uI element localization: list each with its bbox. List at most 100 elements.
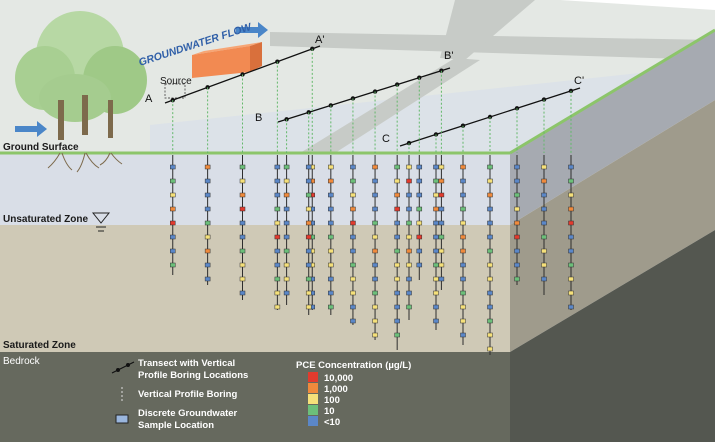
groundwater-sample xyxy=(394,206,400,212)
groundwater-sample xyxy=(514,248,520,254)
concentration-label: 1,000 xyxy=(324,384,348,395)
groundwater-sample xyxy=(460,234,466,240)
groundwater-sample xyxy=(372,220,378,226)
unsaturated-zone-label: Unsaturated Zone xyxy=(3,214,88,225)
groundwater-sample xyxy=(394,276,400,282)
groundwater-sample xyxy=(416,192,423,198)
groundwater-sample xyxy=(204,164,211,170)
groundwater-sample xyxy=(274,290,281,296)
groundwater-sample xyxy=(568,220,574,226)
groundwater-sample xyxy=(239,262,246,268)
concentration-label: 10 xyxy=(324,406,335,417)
groundwater-sample xyxy=(283,290,290,296)
groundwater-sample xyxy=(274,220,281,226)
ground-surface-label: Ground Surface xyxy=(3,142,79,153)
groundwater-sample xyxy=(460,178,466,184)
groundwater-sample xyxy=(394,220,400,226)
groundwater-sample xyxy=(568,178,574,184)
groundwater-sample xyxy=(487,346,493,352)
groundwater-sample xyxy=(350,234,356,240)
groundwater-sample xyxy=(487,318,493,324)
groundwater-sample xyxy=(541,248,547,254)
groundwater-sample xyxy=(394,234,400,240)
groundwater-sample xyxy=(438,192,445,198)
groundwater-sample xyxy=(438,262,445,268)
groundwater-sample xyxy=(460,192,466,198)
groundwater-sample xyxy=(438,220,445,226)
groundwater-sample xyxy=(406,220,412,226)
groundwater-sample xyxy=(350,276,356,282)
groundwater-sample xyxy=(239,276,246,282)
groundwater-sample xyxy=(438,178,445,184)
groundwater-sample xyxy=(372,304,378,310)
legend-sample-icon xyxy=(115,414,129,424)
groundwater-sample xyxy=(239,234,246,240)
groundwater-sample xyxy=(406,178,412,184)
groundwater-sample xyxy=(328,192,334,198)
groundwater-sample xyxy=(438,234,445,240)
concentration-swatch xyxy=(308,394,318,404)
concentration-label: 100 xyxy=(324,395,340,406)
groundwater-sample xyxy=(283,248,290,254)
groundwater-sample xyxy=(487,192,493,198)
groundwater-sample xyxy=(568,206,574,212)
groundwater-sample xyxy=(372,206,378,212)
flow-arrow-icon xyxy=(15,22,268,137)
groundwater-sample xyxy=(372,290,378,296)
groundwater-sample xyxy=(487,248,493,254)
legend-sample-label-1: Discrete Groundwater xyxy=(138,408,238,419)
groundwater-sample xyxy=(568,262,574,268)
transect-end-label: B' xyxy=(444,50,453,62)
tree-cluster xyxy=(15,11,147,173)
groundwater-sample xyxy=(394,290,400,296)
groundwater-sample xyxy=(283,262,290,268)
groundwater-sample xyxy=(274,276,281,282)
groundwater-sample xyxy=(541,276,547,282)
groundwater-sample xyxy=(283,164,290,170)
groundwater-sample xyxy=(541,234,547,240)
groundwater-sample xyxy=(350,290,356,296)
groundwater-sample xyxy=(433,178,439,184)
groundwater-sample xyxy=(460,290,466,296)
groundwater-sample xyxy=(305,248,312,254)
groundwater-sample xyxy=(460,332,466,338)
groundwater-sample xyxy=(514,178,520,184)
groundwater-sample xyxy=(406,290,412,296)
groundwater-sample xyxy=(283,192,290,198)
groundwater-sample xyxy=(170,192,176,198)
groundwater-sample xyxy=(406,164,412,170)
concentration-swatch xyxy=(308,405,318,415)
groundwater-sample xyxy=(406,192,412,198)
groundwater-sample xyxy=(328,234,334,240)
groundwater-sample xyxy=(372,248,378,254)
groundwater-sample xyxy=(328,220,334,226)
groundwater-sample xyxy=(204,206,211,212)
road-horizontal xyxy=(270,32,715,60)
groundwater-sample xyxy=(274,262,281,268)
groundwater-sample xyxy=(487,178,493,184)
groundwater-sample xyxy=(487,164,493,170)
road-diagonal-upper xyxy=(440,0,535,60)
groundwater-sample xyxy=(350,220,356,226)
groundwater-sample xyxy=(239,164,246,170)
groundwater-sample xyxy=(328,164,334,170)
source-box xyxy=(192,42,262,78)
groundwater-sample xyxy=(204,220,211,226)
unsaturated-zone xyxy=(0,153,510,225)
concentration-swatch xyxy=(308,372,318,382)
groundwater-sample xyxy=(514,220,520,226)
groundwater-sample xyxy=(328,206,334,212)
groundwater-sample xyxy=(204,262,211,268)
legend-transect-icon xyxy=(111,361,135,374)
groundwater-sample xyxy=(541,192,547,198)
groundwater-sample xyxy=(541,206,547,212)
groundwater-sample xyxy=(170,206,176,212)
groundwater-sample xyxy=(274,192,281,198)
groundwater-sample xyxy=(305,220,312,226)
groundwater-sample xyxy=(460,206,466,212)
groundwater-sample xyxy=(433,192,439,198)
groundwater-sample xyxy=(460,276,466,282)
